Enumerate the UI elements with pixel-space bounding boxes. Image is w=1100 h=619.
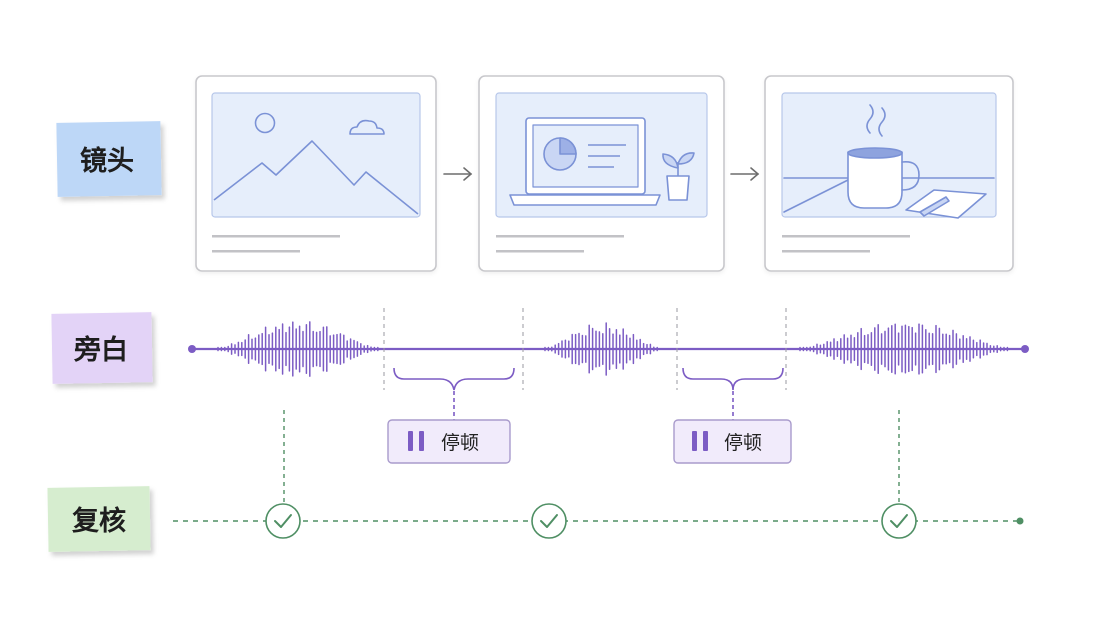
- pause-badge-2: [673, 419, 792, 464]
- row-label-shots: 镜头: [56, 121, 162, 197]
- row-label-review: 复核: [47, 486, 151, 552]
- narration-track: [188, 321, 1029, 377]
- pause-guides: [383, 308, 787, 390]
- shot-arrow-2: [730, 167, 760, 181]
- pause-marker-2: 停顿: [673, 367, 792, 464]
- shot-arrow-1: [443, 167, 473, 181]
- row-label-narration: 旁白: [51, 312, 153, 384]
- shot-frame-3: [764, 75, 1014, 272]
- pause-label-1: 停顿: [441, 432, 479, 454]
- review-check-3: [881, 503, 917, 539]
- narration-start-dot: [188, 345, 196, 353]
- pause-bracket-1: [393, 367, 515, 391]
- pause-label-2: 停顿: [724, 432, 762, 454]
- narration-end-dot: [1021, 345, 1029, 353]
- review-check-2: [531, 503, 567, 539]
- narration-waveform: [217, 321, 1009, 377]
- row-label-review-text: 复核: [72, 505, 126, 537]
- mountain-landscape-icon: [213, 112, 419, 215]
- check-icon: [274, 514, 292, 528]
- shot-frame-1: [195, 75, 437, 272]
- pause-icon: [692, 431, 708, 451]
- review-track: [173, 410, 1024, 539]
- coffee-mug-icon: [783, 104, 995, 219]
- pause-badge-1: [387, 419, 511, 464]
- check-icon: [890, 514, 908, 528]
- row-label-narration-text: 旁白: [73, 334, 128, 366]
- review-end-dot: [1016, 517, 1024, 525]
- pause-marker-1: 停顿: [387, 367, 515, 464]
- laptop-chart-icon: [509, 117, 695, 206]
- review-check-1: [265, 503, 301, 539]
- shot-frame-2: [478, 75, 725, 272]
- pause-icon: [408, 431, 424, 451]
- pause-bracket-2: [682, 367, 784, 391]
- check-icon: [540, 514, 558, 528]
- row-label-shots-text: 镜头: [80, 146, 134, 177]
